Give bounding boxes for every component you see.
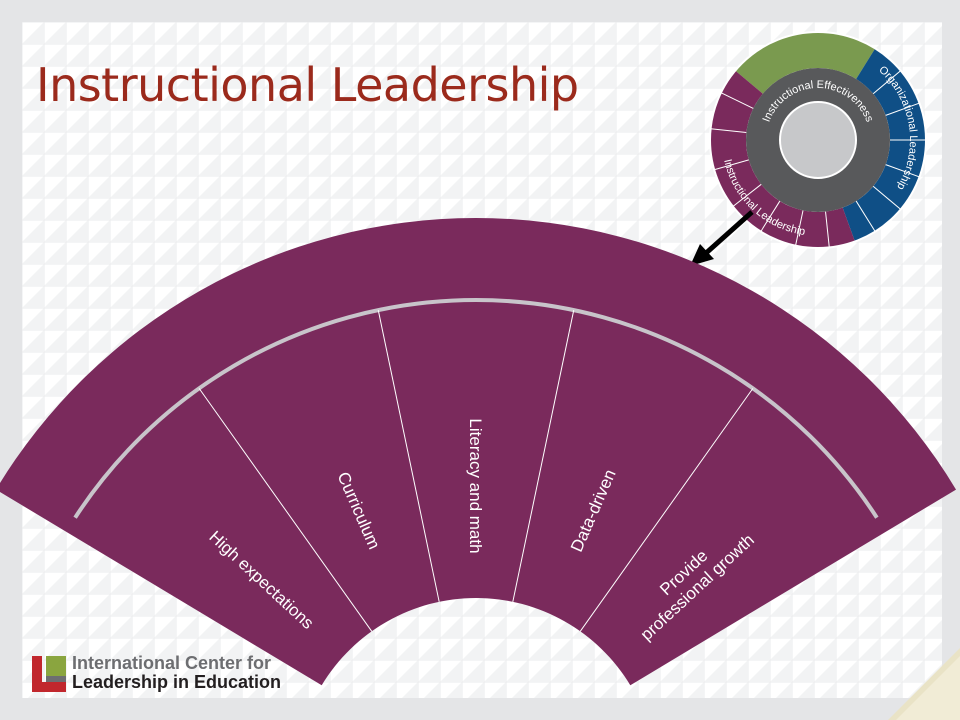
wheel-center: [779, 101, 857, 179]
wheel-divider: [795, 210, 804, 246]
wheel-divider: [710, 128, 747, 133]
logo-line-2: Leadership in Education: [72, 672, 282, 692]
mini-wheel: Instructional EffectivenessOrganizationa…: [709, 31, 927, 249]
wheel-divider: [855, 200, 876, 232]
fan-segment-divider: [377, 309, 440, 602]
fan-divider-arc: [73, 298, 879, 519]
page-curl-corner: [888, 648, 960, 720]
wheel-outline: [709, 31, 927, 249]
fan-segment-label: Literacy and math: [466, 418, 485, 553]
pointer-arrow-head: [690, 244, 714, 266]
fan-segment-divider: [198, 388, 373, 632]
wheel-divider: [760, 200, 781, 232]
wheel-divider: [825, 211, 830, 248]
wheel-divider: [885, 164, 920, 178]
wheel-instructional-band: [710, 70, 855, 248]
wheel-divider: [872, 185, 902, 210]
fan-segment-label-line: Literacy and math: [466, 418, 485, 553]
wheel-divider: [720, 92, 754, 109]
wheel-green-band: [735, 32, 876, 94]
wheel-divider: [714, 159, 749, 171]
wheel-organizational-band: [842, 48, 926, 242]
logo-mark-icon: [32, 656, 66, 692]
wheel-divider: [872, 70, 902, 95]
wheel-divider: [732, 183, 762, 207]
pointer-arrow-line: [703, 210, 754, 256]
logo-text: International Center for Leadership in E…: [72, 654, 281, 692]
fan-segment-divider: [579, 388, 754, 632]
organization-logo: International Center for Leadership in E…: [32, 652, 332, 696]
slide-title: Instructional Leadership: [36, 58, 579, 112]
logo-line-1: International Center for: [72, 653, 272, 673]
fan-segment-divider: [512, 309, 575, 602]
fan-band: [0, 218, 957, 686]
wheel-divider: [885, 102, 920, 116]
